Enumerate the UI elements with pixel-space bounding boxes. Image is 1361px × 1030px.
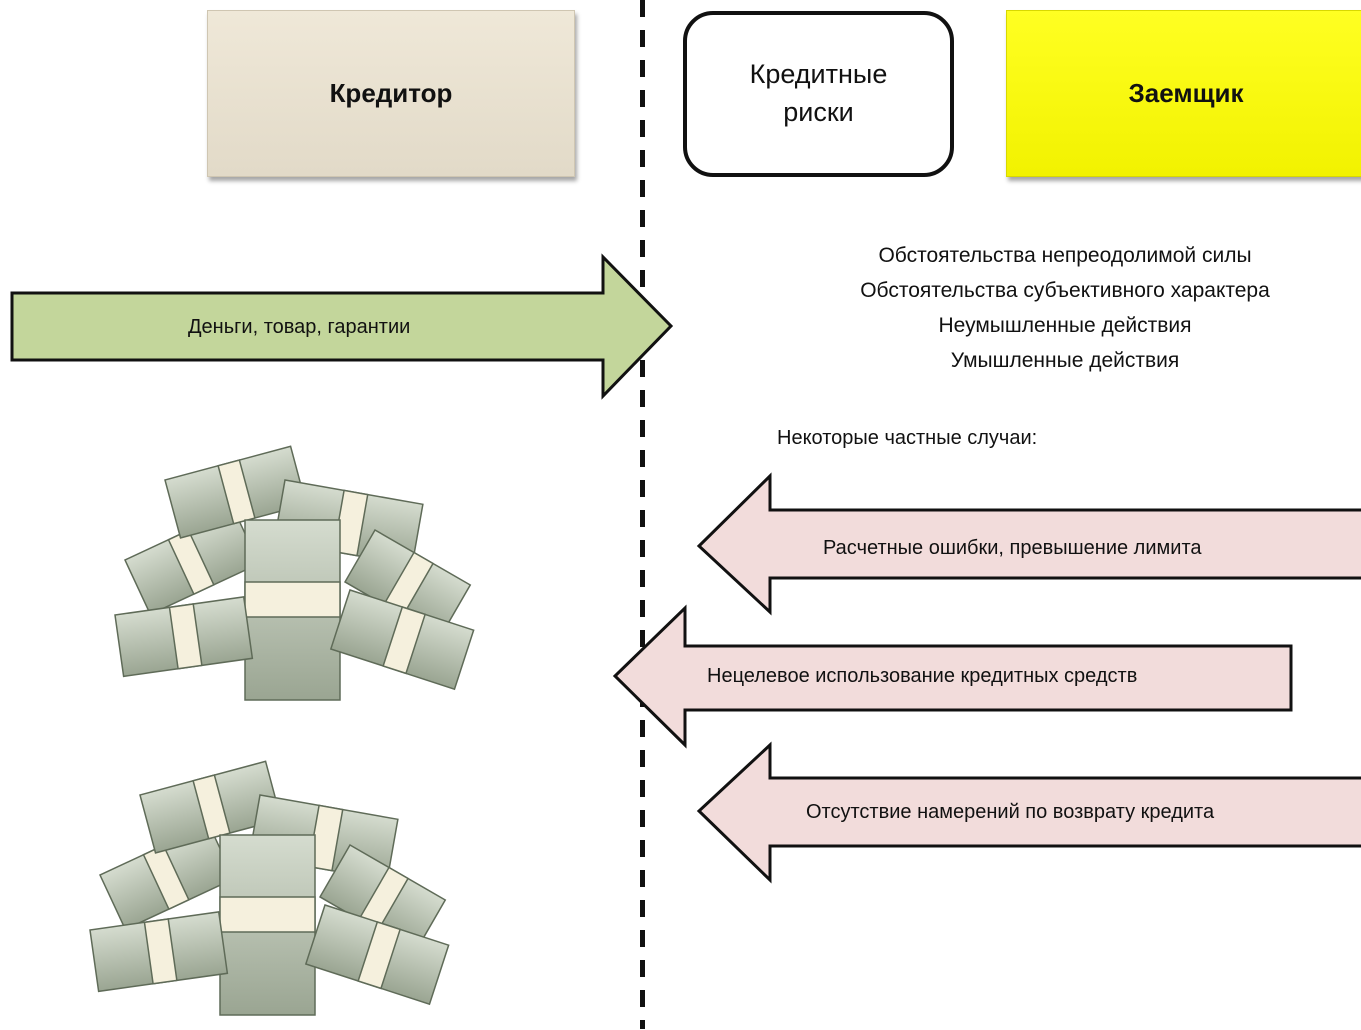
case-arrow-2 xyxy=(612,604,1293,749)
risk-factor-1: Обстоятельства непреодолимой силы xyxy=(878,244,1252,267)
dashed-divider xyxy=(640,0,645,1029)
cases-heading: Некоторые частные случаи: xyxy=(777,427,1038,449)
credit-risks-line1: Кредитные xyxy=(749,59,888,90)
case-arrow-2-label: Нецелевое использование кредитных средст… xyxy=(707,665,1138,687)
case-arrow-1-label: Расчетные ошибки, превышение лимита xyxy=(823,537,1202,559)
risk-factor-4: Умышленные действия xyxy=(950,349,1180,372)
flow-arrow-label: Деньги, товар, гарантии xyxy=(188,316,411,338)
creditor-box: Кредитор xyxy=(207,10,575,177)
money-stacks-icon xyxy=(89,760,450,1016)
borrower-label: Заемщик xyxy=(1128,78,1244,108)
borrower-box: Заемщик xyxy=(1006,10,1361,177)
flow-arrow xyxy=(10,253,674,400)
credit-risks-line2: риски xyxy=(783,97,854,127)
money-stacks-icon xyxy=(114,445,475,701)
risk-factor-2: Обстоятельства субъективного характера xyxy=(860,279,1270,302)
case-arrow-3-label: Отсутствие намерений по возврату кредита xyxy=(806,801,1215,823)
case-arrow-3 xyxy=(696,741,1361,884)
risk-factor-3: Неумышленные действия xyxy=(938,314,1192,337)
case-arrow-1 xyxy=(696,472,1361,616)
creditor-label: Кредитор xyxy=(329,78,453,108)
credit-risks-box: Кредитные риски xyxy=(683,11,954,177)
risk-factors-list: Обстоятельства непреодолимой силы Обстоя… xyxy=(800,238,1330,378)
